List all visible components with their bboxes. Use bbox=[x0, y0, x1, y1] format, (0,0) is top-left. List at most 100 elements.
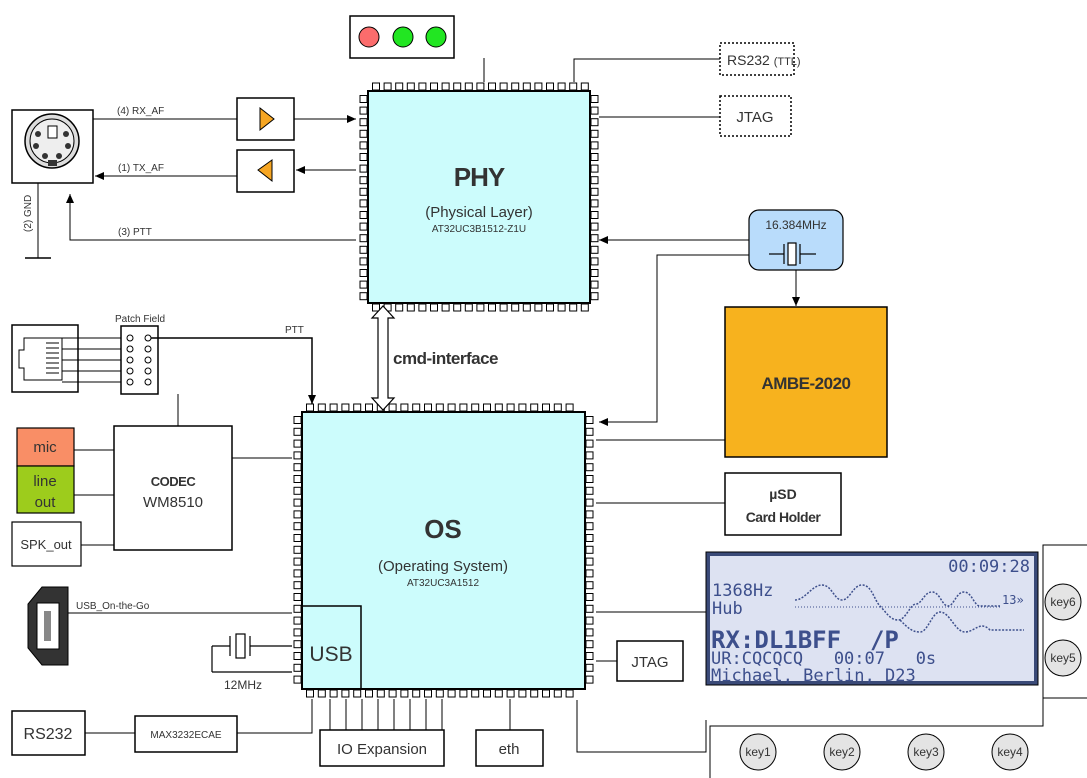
jtag-os-box: JTAG bbox=[616, 640, 684, 682]
chip-pin bbox=[317, 689, 326, 698]
chip-pin bbox=[293, 451, 302, 460]
chip-pin bbox=[590, 187, 599, 196]
codec-part: WM8510 bbox=[143, 494, 203, 511]
chip-pin bbox=[353, 689, 362, 698]
chip-pin bbox=[590, 141, 599, 150]
chip-pin bbox=[585, 628, 594, 637]
lcd-level: 13» bbox=[1002, 593, 1024, 607]
keypad-bottom bbox=[709, 698, 1044, 778]
eth-label: eth bbox=[499, 741, 520, 758]
rs232-ttl-small: (TTL) bbox=[774, 56, 801, 68]
key2-label: key2 bbox=[829, 745, 855, 759]
triangle-right-icon bbox=[259, 106, 275, 132]
key5-label: key5 bbox=[1050, 651, 1076, 665]
chip-pin bbox=[293, 652, 302, 660]
chip-pin bbox=[590, 129, 599, 138]
usd-line2: Card Holder bbox=[746, 509, 822, 525]
chip-pin bbox=[546, 82, 554, 91]
chip-pin bbox=[293, 463, 302, 472]
chip-pin bbox=[406, 303, 415, 312]
mic-label: mic bbox=[33, 439, 57, 456]
chip-pin bbox=[511, 82, 520, 91]
chip-pin bbox=[459, 689, 468, 698]
chip-pin bbox=[557, 82, 566, 91]
jtag-os-label: JTAG bbox=[631, 654, 668, 671]
led-green-1 bbox=[392, 26, 414, 48]
io-expansion: IO Expansion bbox=[319, 729, 445, 767]
key2[interactable]: key2 bbox=[823, 733, 861, 771]
chip-pin bbox=[518, 403, 527, 412]
chip-pin bbox=[569, 303, 578, 312]
chip-pin bbox=[293, 557, 302, 566]
chip-pin bbox=[580, 82, 589, 91]
rs232-ttl-main: RS232 bbox=[727, 52, 770, 68]
chip-pin bbox=[585, 427, 594, 436]
chip-pin bbox=[590, 222, 599, 231]
chip-pin bbox=[546, 303, 554, 312]
key1[interactable]: key1 bbox=[739, 733, 777, 771]
jtag-phy-box: JTAG bbox=[719, 95, 792, 137]
max3232-label: MAX3232ECAE bbox=[150, 730, 221, 741]
chip-pin bbox=[590, 106, 599, 115]
chip-pin bbox=[359, 118, 368, 127]
lcd-freq: 1368Hz bbox=[712, 581, 773, 601]
chip-pin bbox=[412, 689, 421, 698]
micro-usb-connector-icon bbox=[27, 586, 69, 666]
chip-pin bbox=[359, 269, 368, 277]
phy-title: PHY bbox=[454, 162, 505, 192]
signal-ptt: (3) PTT bbox=[118, 227, 152, 238]
chip-pin bbox=[359, 106, 368, 115]
chip-pin bbox=[453, 303, 462, 312]
chip-pin bbox=[359, 176, 368, 185]
chip-pin bbox=[590, 245, 599, 254]
chip-pin bbox=[293, 475, 302, 483]
chip-pin bbox=[293, 416, 302, 424]
chip-pin bbox=[441, 82, 450, 91]
chip-pin bbox=[553, 689, 562, 698]
os-subtitle: (Operating System) bbox=[378, 558, 508, 575]
key5[interactable]: key5 bbox=[1044, 639, 1082, 677]
chip-pin bbox=[418, 303, 427, 312]
key6[interactable]: key6 bbox=[1044, 583, 1082, 621]
chip-pin bbox=[499, 82, 508, 91]
key4-label: key4 bbox=[997, 745, 1023, 759]
chip-pin bbox=[359, 257, 368, 266]
svg-text:RS232 (TTL): RS232 (TTL) bbox=[727, 52, 801, 68]
chip-pin bbox=[341, 403, 350, 412]
chip-pin bbox=[400, 689, 409, 698]
chip-pin bbox=[464, 82, 473, 91]
chip-pin bbox=[317, 403, 326, 412]
signal-gnd: (2) GND bbox=[23, 195, 34, 232]
chip-pin bbox=[424, 689, 432, 698]
lcd-ur: UR:CQCQCQ 00:07 0s bbox=[711, 649, 936, 669]
chip-pin bbox=[585, 510, 594, 519]
chip-pin bbox=[329, 689, 338, 698]
chip-pin bbox=[365, 689, 373, 698]
usd-line1: µSD bbox=[769, 486, 797, 502]
chip-pin bbox=[590, 269, 599, 277]
chip-pin bbox=[585, 675, 594, 684]
chip-pin bbox=[585, 652, 594, 660]
crystal-icon bbox=[769, 242, 816, 266]
lcd-time: 00:09:28 bbox=[948, 557, 1030, 577]
line-out-line1: line bbox=[33, 473, 56, 490]
key3[interactable]: key3 bbox=[907, 733, 945, 771]
chip-pin bbox=[476, 82, 485, 91]
led-red bbox=[358, 26, 380, 48]
chip-pin bbox=[471, 689, 480, 698]
usb-otg-label: USB_On-the-Go bbox=[76, 601, 150, 612]
codec-name: CODEC bbox=[151, 474, 197, 489]
os-chip: OS (Operating System) AT32UC3A1512 USB bbox=[293, 403, 594, 698]
chip-pin bbox=[293, 534, 302, 542]
key6-label: key6 bbox=[1050, 595, 1076, 609]
chip-pin bbox=[590, 292, 599, 301]
spk-out: SPK_out bbox=[11, 521, 82, 567]
chip-pin bbox=[424, 403, 432, 412]
chip-pin bbox=[553, 403, 562, 412]
chip-pin bbox=[488, 303, 496, 312]
chip-pin bbox=[441, 303, 450, 312]
key4[interactable]: key4 bbox=[991, 733, 1029, 771]
chip-pin bbox=[585, 439, 594, 448]
chip-pin bbox=[585, 451, 594, 460]
ptt-label: PTT bbox=[285, 325, 304, 336]
